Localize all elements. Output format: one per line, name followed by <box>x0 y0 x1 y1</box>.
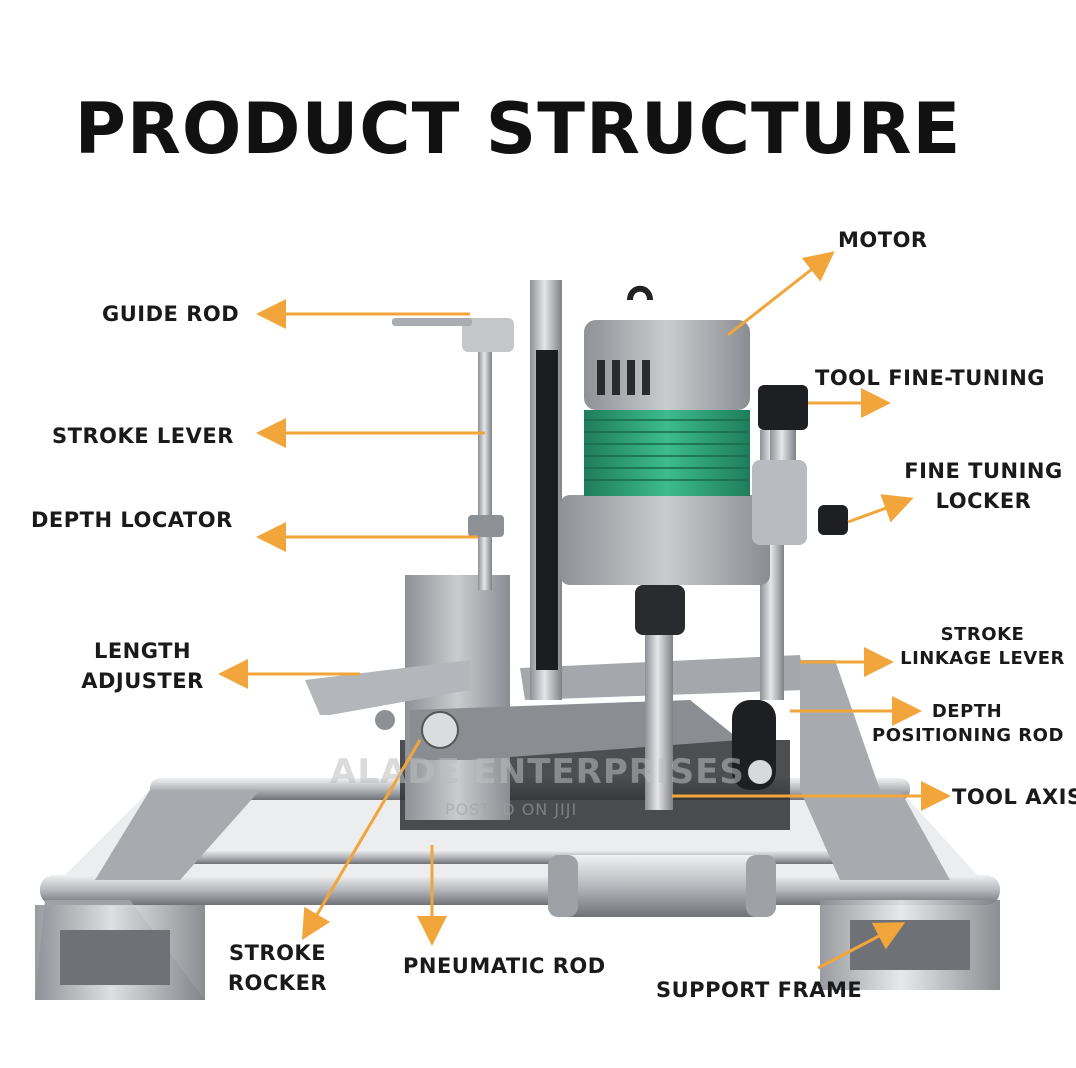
watermark-subtext: POSTED ON JIJI <box>445 800 578 819</box>
label-stroke-rocker: STROKE ROCKER <box>215 938 340 998</box>
label-length-adjuster: LENGTH ADJUSTER <box>70 636 215 696</box>
label-depth-positioning-rod: DEPTH POSITIONING ROD <box>872 700 1064 748</box>
gas-spring <box>536 350 558 670</box>
watermark-text: ALADE ENTERPRISES <box>330 752 745 792</box>
label-motor: MOTOR <box>838 228 928 252</box>
label-fine-tuning-locker-line2: LOCKER <box>935 489 1032 513</box>
label-stroke-rocker-line2: ROCKER <box>227 971 328 995</box>
label-fine-tuning-locker: FINE TUNING LOCKER <box>896 456 1071 516</box>
tool-fine-tuning-knob <box>758 385 808 430</box>
label-tool-fine-tuning: TOOL FINE-TUNING <box>815 366 1046 390</box>
label-depth-positioning-rod-line1: DEPTH <box>931 701 1003 722</box>
motor <box>584 285 750 496</box>
fine-tuning-locker-knob <box>818 505 848 535</box>
wing-nut <box>375 710 395 730</box>
label-length-adjuster-line2: ADJUSTER <box>81 669 204 693</box>
length-adjuster-arm <box>305 660 470 715</box>
pneumatic-cylinder <box>548 855 776 917</box>
label-length-adjuster-line1: LENGTH <box>93 639 192 663</box>
label-stroke-rocker-line1: STROKE <box>228 941 327 965</box>
label-stroke-linkage-lever-line2: LINKAGE LEVER <box>900 648 1065 669</box>
label-tool-axis: TOOL AXIS <box>952 785 1076 809</box>
label-support-frame: SUPPORT FRAME <box>656 978 863 1002</box>
stroke-lever-rod <box>478 330 492 590</box>
label-depth-locator: DEPTH LOCATOR <box>31 508 233 532</box>
motor-mount <box>560 495 770 585</box>
label-depth-positioning-rod-line2: POSITIONING ROD <box>872 725 1064 746</box>
callout-arrows <box>218 251 951 970</box>
right-bracket <box>800 660 880 790</box>
page-title: PRODUCT STRUCTURE <box>74 88 962 170</box>
guide-rod-block <box>462 318 514 352</box>
depth-locator-nut <box>468 515 504 537</box>
label-fine-tuning-locker-line1: FINE TUNING <box>904 459 1063 483</box>
label-stroke-lever: STROKE LEVER <box>52 424 234 448</box>
label-stroke-linkage-lever-line1: STROKE <box>940 624 1025 645</box>
label-stroke-linkage-lever: STROKE LINKAGE LEVER <box>895 623 1070 671</box>
label-guide-rod: GUIDE ROD <box>102 302 240 326</box>
label-pneumatic-rod: PNEUMATIC ROD <box>403 954 606 978</box>
